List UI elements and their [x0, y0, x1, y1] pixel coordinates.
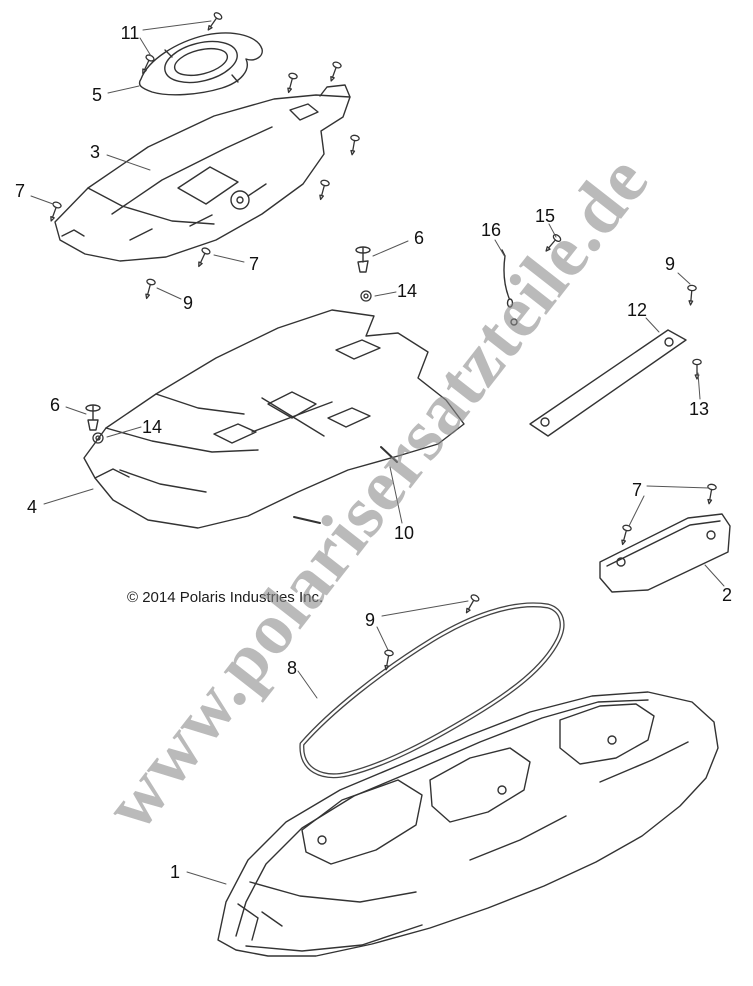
- callout-4: 4: [26, 497, 38, 517]
- callout-15: 15: [534, 206, 556, 226]
- callout-7-left: 7: [14, 181, 26, 201]
- callout-1: 1: [169, 862, 181, 882]
- callout-11: 11: [120, 23, 140, 43]
- screw-icons: [46, 10, 718, 672]
- part-12-bar: [529, 329, 687, 437]
- callout-10: 10: [393, 523, 415, 543]
- callout-12: 12: [626, 300, 648, 320]
- part-5-bracket: [138, 32, 263, 96]
- callout-9-center: 9: [364, 610, 376, 630]
- leader-lines: [30, 20, 725, 885]
- callout-9-right: 9: [664, 254, 676, 274]
- part-2-panel: [599, 513, 731, 593]
- callout-7-right: 7: [631, 480, 643, 500]
- part-1-body: [217, 691, 719, 957]
- callout-6-upper: 6: [413, 228, 425, 248]
- callout-5: 5: [91, 85, 103, 105]
- callout-3: 3: [89, 142, 101, 162]
- callout-7-mid: 7: [248, 254, 260, 274]
- part-4-panel: [83, 309, 465, 529]
- callout-9-top: 9: [182, 293, 194, 313]
- callout-13: 13: [688, 399, 710, 419]
- part-8-seal: [299, 602, 565, 779]
- part-3-cover: [54, 84, 351, 262]
- fastener-6-lower: [85, 404, 101, 431]
- washer-14-upper: [360, 290, 372, 302]
- callout-6-lower: 6: [49, 395, 61, 415]
- callout-2: 2: [721, 585, 733, 605]
- callout-14-lower: 14: [141, 417, 163, 437]
- callout-14-upper: 14: [396, 281, 418, 301]
- part-10-pins: [293, 446, 398, 524]
- copyright-text: © 2014 Polaris Industries Inc.: [127, 589, 324, 606]
- part-16-rod: [501, 249, 518, 326]
- fastener-6-upper: [355, 246, 371, 273]
- callout-8: 8: [286, 658, 298, 678]
- callout-16: 16: [480, 220, 502, 240]
